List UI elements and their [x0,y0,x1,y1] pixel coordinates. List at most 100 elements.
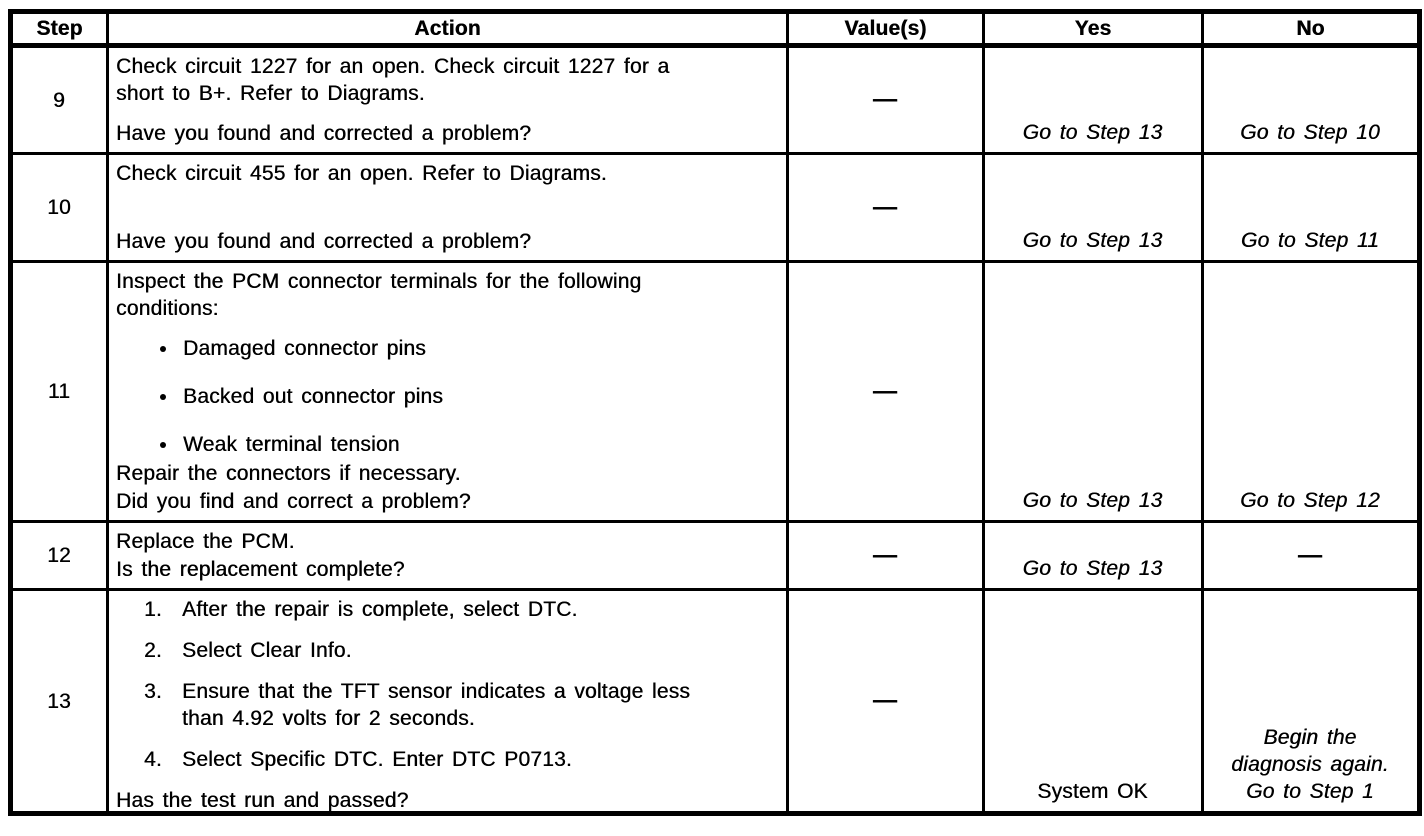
header-yes: Yes [982,10,1204,48]
yes-cell-content: Go to Step 13 [985,48,1201,152]
no-cell: Go to Step 10 [1201,44,1421,155]
yes-cell-content: Go to Step 13 [985,523,1201,588]
action-closing-paragraph: Repair the connectors if necessary. [116,460,778,487]
yes-cell: Go to Step 13 [982,520,1204,591]
step-cell-content: 11 [13,263,106,520]
table-body: 9 Check circuit 1227 for an open. Check c… [9,44,1421,815]
action-cell: Check circuit 1227 for an open. Check ci… [106,44,789,155]
numbered-item-text: Select Specific DTC. Enter DTC P0713. [182,746,572,773]
value-cell-content: — [789,155,982,260]
bullet-text: Damaged connector pins [183,337,426,360]
value-dash: — [872,687,898,714]
no-cell-content: Go to Step 11 [1204,155,1417,260]
action-paragraph: Check circuit 1227 for an open. Check ci… [116,53,778,107]
no-cell: Go to Step 12 [1201,260,1421,523]
step-cell: 11 [9,260,109,523]
step-number: 10 [47,196,71,219]
goto-text: Begin the [1263,726,1357,749]
action-cell: 1. After the repair is complete, select D… [106,588,789,815]
numbered-item-line: Select Specific DTC. Enter DTC P0713. [182,748,572,771]
value-cell: — [786,520,985,591]
value-dash: — [872,86,898,113]
action-paragraph: Check circuit 455 for an open. Refer to … [116,160,778,187]
bullet-item: Weak terminal tension [160,431,778,458]
numbered-item-line: Select Clear Info. [182,639,352,662]
no-cell: Go to Step 11 [1201,152,1421,263]
goto-text: Go to Step 11 [1240,229,1380,252]
yes-cell-content: Go to Step 13 [985,155,1201,260]
step-cell-content: 12 [13,523,106,588]
header-no: No [1201,10,1421,48]
table-row: 10 Check circuit 455 for an open. Refer t… [9,152,1421,263]
step-number: 13 [47,689,71,713]
step-number: 9 [53,88,65,112]
table-row: 13 1. After the repair is complete, select… [9,588,1421,815]
numbered-item-marker: 3. [144,680,162,703]
no-cell: Begin the diagnosis again. Go to Step 1 [1201,588,1421,815]
step-cell: 12 [9,520,109,591]
action-line: Repair the connectors if necessary. [116,462,461,485]
numbered-item: 4.Select Specific DTC. Enter DTC P0713. [144,746,778,773]
table-row: 11 Inspect the PCM connector terminals fo… [9,260,1421,523]
action-line: Inspect the PCM connector terminals for … [116,270,642,293]
yes-cell: Go to Step 13 [982,152,1204,263]
action-cell-content: Check circuit 1227 for an open. Check ci… [109,48,786,152]
step-cell-content: 13 [13,591,106,811]
action-cell: Inspect the PCM connector terminals for … [106,260,789,523]
value-cell: — [786,44,985,155]
value-dash: — [872,193,898,221]
value-cell: — [786,588,985,815]
goto-text: Go to Step 13 [1022,121,1163,144]
no-cell-content: Go to Step 12 [1204,263,1417,520]
numbered-list: 1. After the repair is complete, select D… [144,596,778,787]
goto-text: diagnosis again. [1231,753,1389,776]
bullet-icon [160,441,166,448]
numbered-item: 3. Ensure that the TFT sensor indicates a… [144,678,778,732]
action-cell: Check circuit 455 for an open. Refer to … [106,152,789,263]
action-line: Check circuit 1227 for an open. Check ci… [116,55,670,78]
goto-text: Go to Step 12 [1240,489,1380,512]
goto-text: Go to Step 1 [1246,780,1374,803]
value-cell-content: — [789,523,982,588]
numbered-item: 1. After the repair is complete, select D… [144,596,778,623]
value-cell-content: — [789,48,982,152]
no-cell-content: — [1204,523,1417,588]
table-header: Step Action Value(s) Yes No [9,10,1421,48]
header-values: Value(s) [786,10,985,48]
action-paragraph: Inspect the PCM connector terminals for … [116,268,778,322]
step-cell-content: 9 [13,48,106,152]
bullet-icon [160,393,166,400]
numbered-item-marker: 2. [144,639,162,662]
yes-cell: System OK [982,588,1204,815]
numbered-item: 2. Select Clear Info. [144,637,778,664]
yes-cell-content: Go to Step 13 [985,263,1201,520]
step-number: 12 [47,544,71,567]
numbered-item-text: Select Clear Info. [182,637,352,664]
value-dash: — [872,541,898,569]
table-row: 9 Check circuit 1227 for an open. Check c… [9,44,1421,155]
numbered-item-text: Ensure that the TFT sensor indicates a v… [182,678,690,732]
numbered-item-marker: 1. [144,598,162,621]
header-action: Action [106,10,789,48]
no-cell: — [1201,520,1421,591]
bullet-item: Backed out connector pins [160,383,778,410]
action-cell-content: Check circuit 455 for an open. Refer to … [109,155,786,260]
yes-cell-content: System OK [985,591,1201,811]
action-line: short to B+. Refer to Diagrams. [116,82,425,105]
bullet-icon [160,345,166,352]
value-cell: — [786,260,985,523]
yes-cell: Go to Step 13 [982,260,1204,523]
numbered-item-text: After the repair is complete, select DTC… [182,596,578,623]
goto-text: Go to Step 10 [1240,121,1380,144]
value-cell: — [786,152,985,263]
step-cell-content: 10 [13,155,106,260]
step-number: 11 [47,380,71,403]
question-text: Has the test run and passed? [116,789,409,812]
value-dash: — [872,377,898,405]
step-cell: 10 [9,152,109,263]
no-cell-content: Begin the diagnosis again. Go to Step 1 [1204,591,1417,811]
bullet-item: Damaged connector pins [160,335,778,362]
no-action-dash: — [1297,541,1323,569]
